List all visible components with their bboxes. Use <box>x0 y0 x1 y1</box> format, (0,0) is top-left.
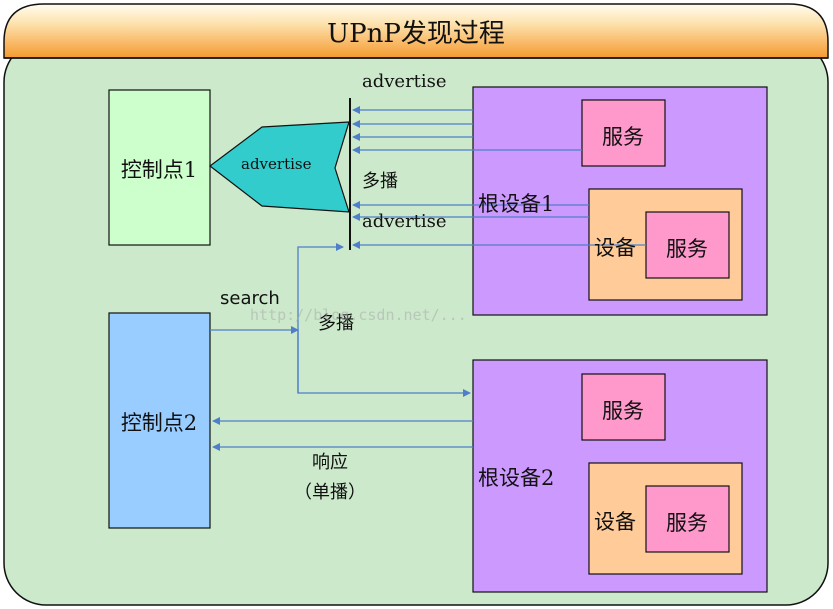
root-device-1-service-box <box>581 99 666 167</box>
advertise-big-arrow <box>209 121 350 213</box>
page-title: UPnP发现过程 <box>327 19 505 49</box>
control-point-1-box <box>108 89 211 246</box>
root-device-1-device-service-box <box>645 211 730 279</box>
root-device-1-device-service-label: 服务 <box>666 237 708 261</box>
response-label: 响应 <box>312 452 348 473</box>
advertise-lines <box>352 106 646 249</box>
header-bar <box>3 3 829 59</box>
advertise-label-top: advertise <box>362 71 447 92</box>
root-device-1-device-label: 设备 <box>594 236 636 260</box>
root-device-2-device-service-label: 服务 <box>666 511 708 535</box>
multicast-label-1: 多播 <box>362 171 398 192</box>
root-device-2-service-label: 服务 <box>602 399 644 423</box>
control-point-2-label: 控制点2 <box>120 411 198 435</box>
search-label: search <box>220 288 280 309</box>
root-device-1-label: 根设备1 <box>478 192 555 216</box>
root-device-2-label: 根设备2 <box>478 466 555 490</box>
watermark: http://blog.csdn.net/... <box>250 306 467 324</box>
root-device-2-device-service-box <box>645 485 730 553</box>
response-unicast-label: （单播） <box>294 482 366 503</box>
advertise-label-mid: advertise <box>362 211 447 232</box>
root-device-2-device-label: 设备 <box>594 510 636 534</box>
multicast-label-2: 多播 <box>318 313 354 334</box>
advertise-arrow-label: advertise <box>241 155 312 173</box>
control-point-1-label: 控制点1 <box>120 158 198 182</box>
response-lines <box>212 417 473 451</box>
control-point-2-box <box>108 312 211 529</box>
root-device-2-service-box <box>581 373 666 441</box>
search-lines <box>210 243 471 397</box>
root-device-1-service-label: 服务 <box>602 125 644 149</box>
